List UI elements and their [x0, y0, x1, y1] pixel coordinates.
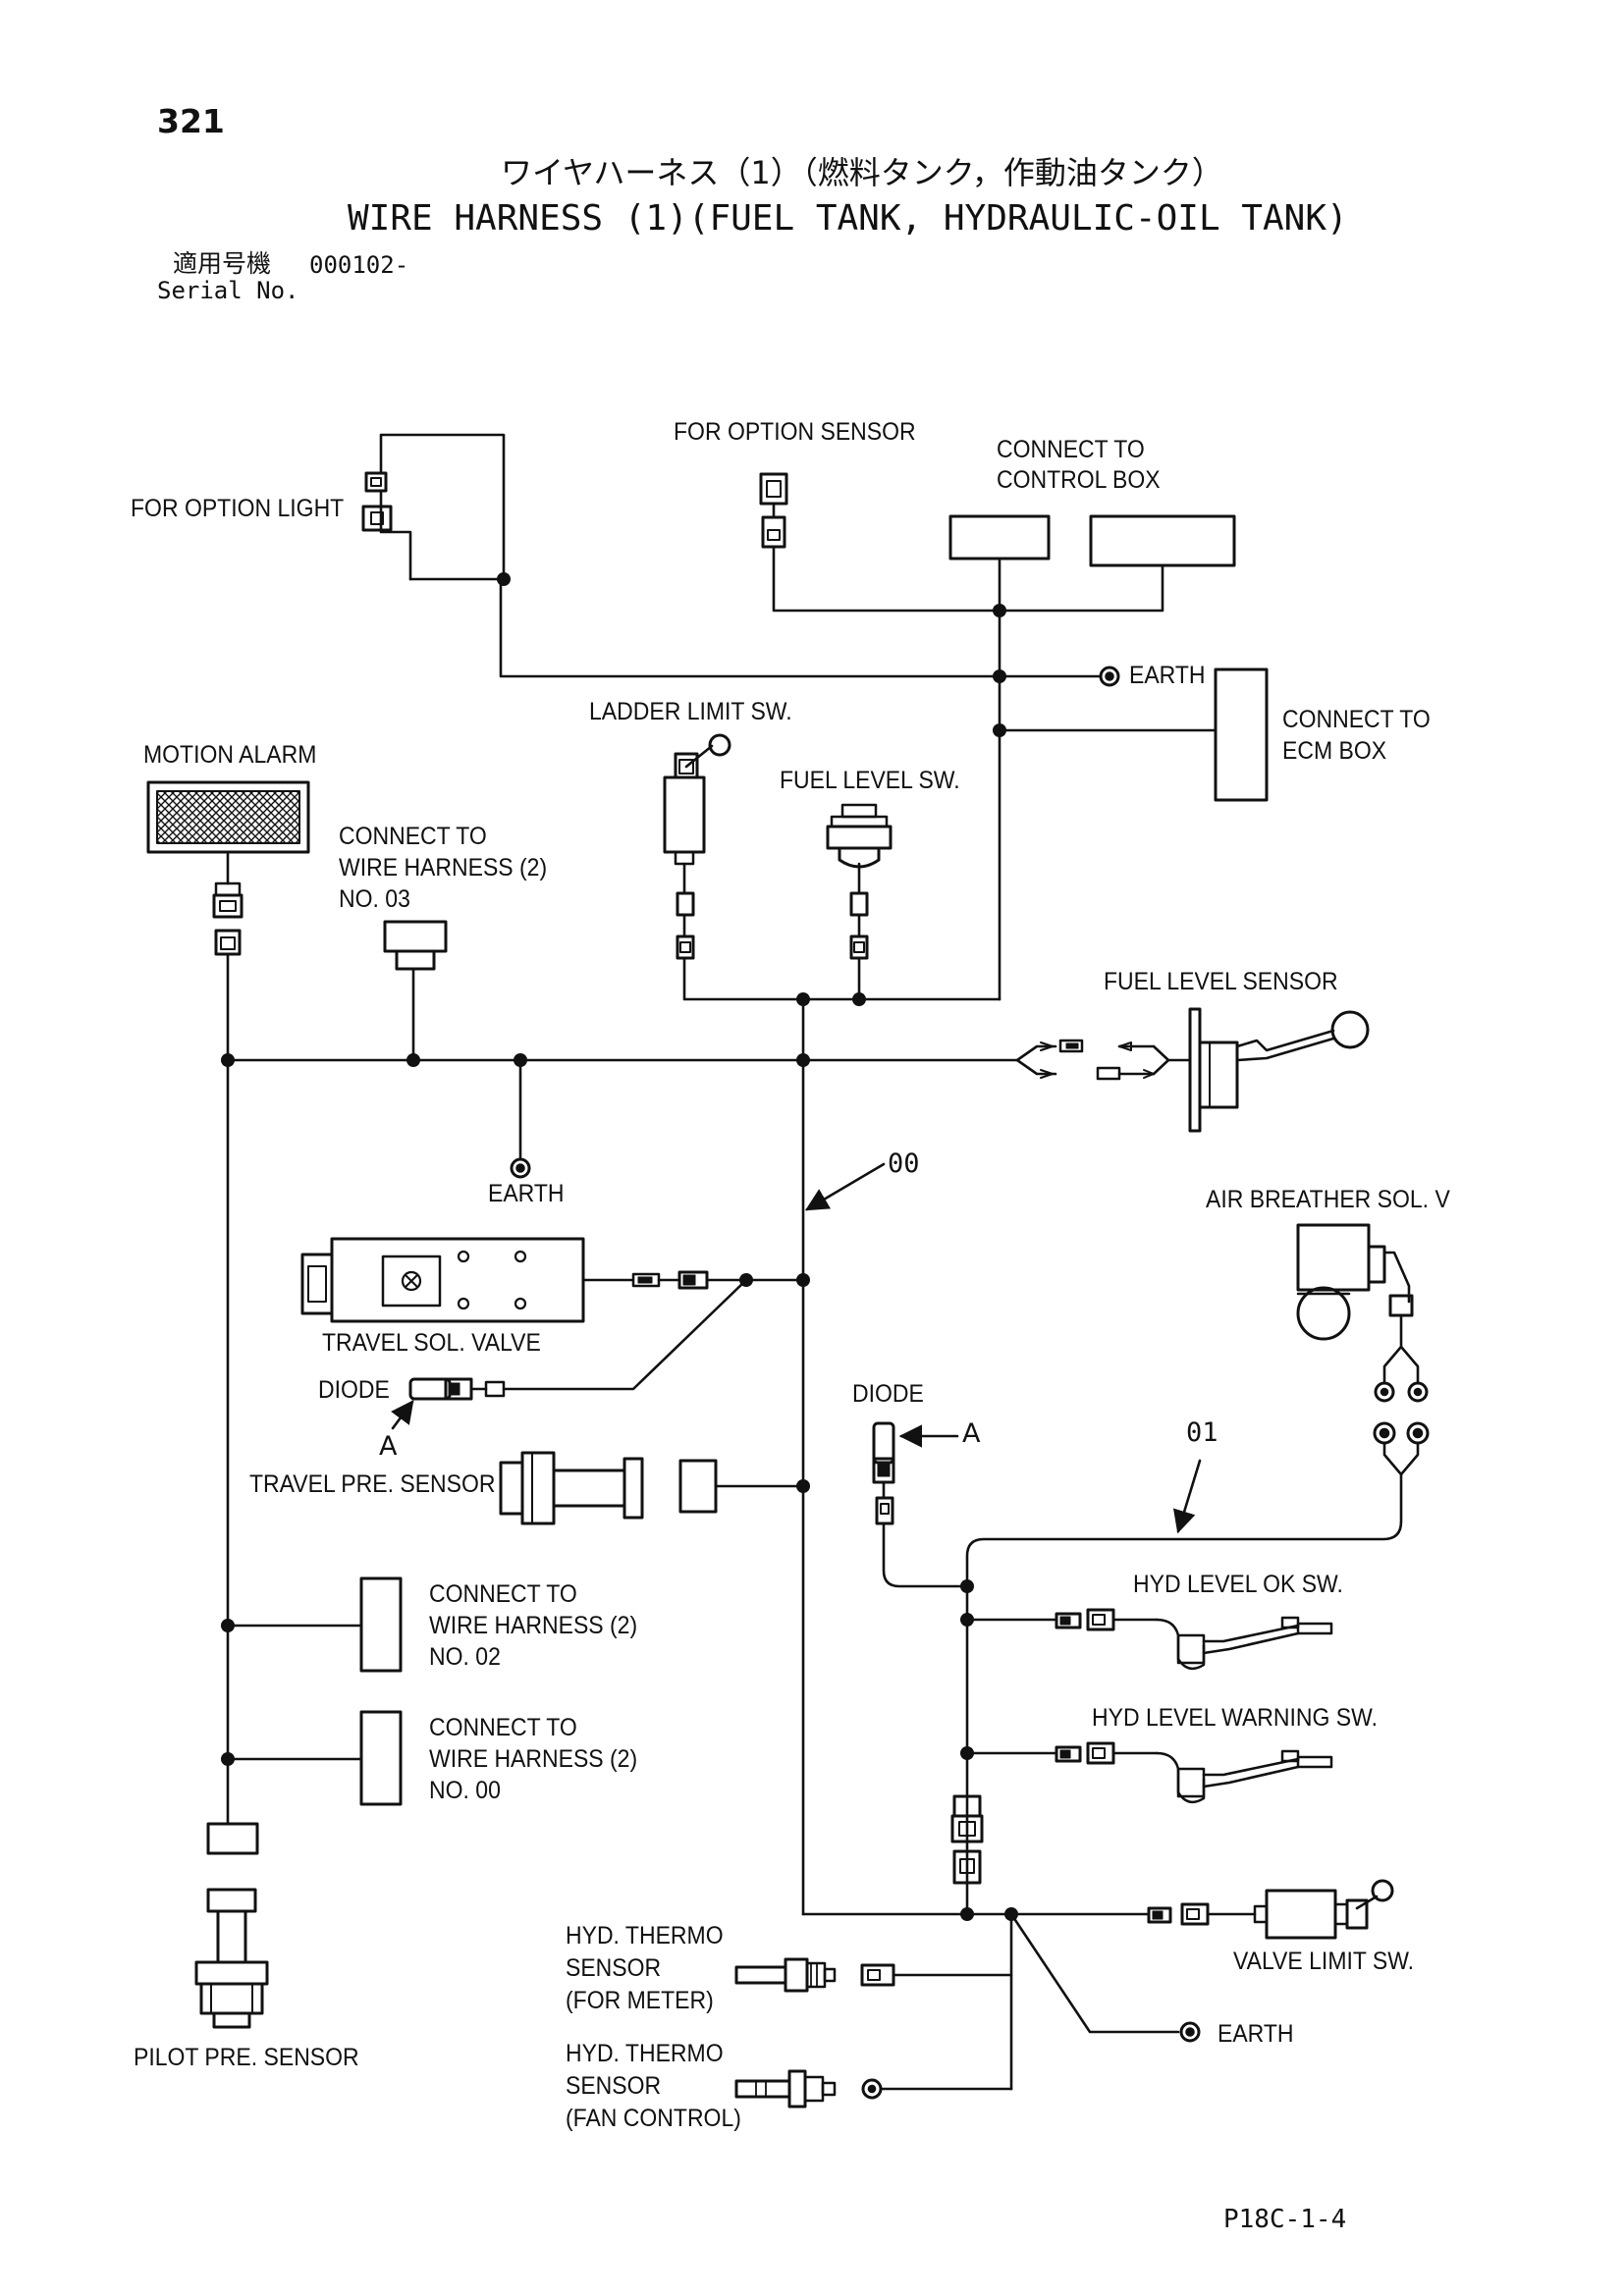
option-light-connector — [361, 471, 393, 532]
ladder-limit-wire — [682, 956, 805, 1001]
label-for-option-light: FOR OPTION LIGHT — [131, 495, 345, 522]
air-breather-sol-valve — [1296, 1223, 1430, 1445]
travel-sol-valve — [300, 1237, 585, 1323]
fuel-level-switch — [826, 803, 893, 960]
serial-label-japanese: 適用号機 — [173, 249, 272, 278]
label-earth-mid: EARTH — [488, 1180, 565, 1207]
fuel-level-sensor-wires — [1015, 1044, 1057, 1076]
pilot-pre-sensor — [194, 1888, 269, 2029]
label-control-box-1: CONNECT TO — [997, 436, 1145, 463]
label-wh2-no00-2: WIRE HARNESS (2) — [429, 1745, 638, 1773]
label-wh2-no02-2: WIRE HARNESS (2) — [429, 1612, 638, 1639]
label-hyd-thermo-fan-2: SENSOR — [566, 2072, 662, 2100]
label-hyd-thermo-meter-2: SENSOR — [566, 1954, 662, 1982]
travel-sol-valve-connector — [581, 1270, 709, 1290]
diode-right-symbol — [872, 1421, 895, 1525]
earth-mid-symbol — [510, 1157, 531, 1179]
serial-label-english: Serial No. — [157, 277, 299, 304]
label-diode-right: DIODE — [852, 1380, 924, 1408]
label-hyd-thermo-fan-3: (FAN CONTROL) — [566, 2105, 741, 2132]
label-travel-sol-valve: TRAVEL SOL. VALVE — [322, 1329, 541, 1357]
motion-alarm-connector — [212, 850, 244, 956]
earth-top-symbol — [1099, 666, 1120, 687]
label-wh2-no03-2: WIRE HARNESS (2) — [339, 854, 548, 881]
label-fuel-level-sw: FUEL LEVEL SW. — [780, 767, 960, 794]
diode-left-wire — [502, 1278, 748, 1391]
label-wh2-no03-3: NO. 03 — [339, 885, 410, 913]
label-harness-00: 00 — [888, 1148, 920, 1179]
hyd-ok-switch — [1155, 1616, 1333, 1671]
page-number: 321 — [157, 102, 225, 140]
valve-limit-switch — [1265, 1879, 1394, 1940]
hyd-warning-switch — [1155, 1749, 1333, 1804]
option-light-wires — [379, 433, 1001, 678]
thermo-fan-sensor — [734, 2069, 883, 2109]
control-box-connectors — [948, 514, 1236, 567]
label-ecm-2: ECM BOX — [1282, 737, 1387, 765]
control-box-wire-right — [998, 563, 1164, 613]
diode-right-wire — [882, 1522, 969, 1588]
title-english: WIRE HARNESS (1)(FUEL TANK, HYDRAULIC-OI… — [348, 198, 1348, 239]
label-diode-left-a: A — [379, 1431, 398, 1462]
drawing-code: P18C-1-4 — [1223, 2205, 1347, 2234]
diode-left-symbol — [408, 1377, 506, 1401]
label-earth-top: EARTH — [1129, 662, 1206, 689]
label-hyd-thermo-meter-3: (FOR METER) — [566, 1987, 714, 2014]
thermo-meter-sensor — [734, 1957, 895, 1993]
label-for-option-sensor: FOR OPTION SENSOR — [674, 418, 916, 446]
junction-dots — [221, 572, 1018, 1921]
label-wh2-no03-1: CONNECT TO — [339, 823, 487, 850]
label-harness-01: 01 — [1186, 1417, 1218, 1448]
label-hyd-level-ok: HYD LEVEL OK SW. — [1133, 1571, 1343, 1598]
label-air-breather: AIR BREATHER SOL. V — [1206, 1186, 1450, 1213]
label-diode-right-a: A — [962, 1418, 981, 1449]
valve-limit-connector — [1147, 1902, 1269, 1926]
travel-pre-sensor-connector — [678, 1459, 718, 1514]
label-pilot-pre-sensor: PILOT PRE. SENSOR — [134, 2044, 359, 2071]
label-control-box-2: CONTROL BOX — [997, 466, 1161, 494]
wh2-no02-connector — [359, 1576, 403, 1673]
label-wh2-no02-3: NO. 02 — [429, 1643, 501, 1671]
label-wh2-no00-3: NO. 00 — [429, 1777, 501, 1804]
ecm-box-connector — [1214, 667, 1269, 802]
fuel-level-sensor-body — [1166, 1007, 1370, 1133]
label-valve-limit-sw: VALVE LIMIT SW. — [1233, 1948, 1415, 1975]
harness-01-inline-connector — [950, 1794, 984, 1885]
harness-00-arrow — [804, 1162, 886, 1211]
label-ecm-1: CONNECT TO — [1282, 706, 1431, 733]
title-japanese: ワイヤハーネス（1）（燃料タンク，作動油タンク） — [501, 154, 1223, 191]
harness-01-arrow — [1172, 1459, 1202, 1534]
label-travel-pre-sensor: TRAVEL PRE. SENSOR — [249, 1470, 496, 1498]
label-wh2-no02-1: CONNECT TO — [429, 1580, 577, 1608]
fuel-level-sensor-connector — [1040, 1039, 1170, 1081]
option-sensor-connector — [759, 472, 788, 549]
label-diode-left: DIODE — [318, 1376, 390, 1404]
wh2-no03-connector — [383, 920, 448, 971]
travel-pre-sensor — [499, 1451, 644, 1525]
motion-alarm-unit — [146, 780, 310, 854]
label-hyd-thermo-meter-1: HYD. THERMO — [566, 1922, 724, 1949]
ladder-limit-switch — [663, 733, 731, 960]
hyd-ok-connector — [1055, 1608, 1159, 1631]
label-hyd-level-warning: HYD LEVEL WARNING SW. — [1092, 1704, 1378, 1732]
hyd-warning-connector — [1055, 1741, 1159, 1765]
pilot-pre-sensor-connector — [206, 1822, 259, 1855]
earth-bottom-symbol — [1179, 2021, 1201, 2043]
diode-left-arrow — [391, 1400, 414, 1430]
label-hyd-thermo-fan-1: HYD. THERMO — [566, 2040, 724, 2067]
label-ladder-limit-sw: LADDER LIMIT SW. — [589, 698, 792, 725]
label-fuel-level-sensor: FUEL LEVEL SENSOR — [1104, 968, 1338, 995]
label-motion-alarm: MOTION ALARM — [143, 741, 317, 769]
serial-value: 000102- — [309, 251, 409, 279]
label-earth-bottom: EARTH — [1218, 2020, 1294, 2048]
label-wh2-no00-1: CONNECT TO — [429, 1714, 577, 1741]
earth-bottom-wire — [1009, 1912, 1180, 2034]
wh2-no00-connector — [359, 1710, 403, 1806]
option-sensor-wire — [772, 545, 1001, 613]
harness-01-wire — [965, 1441, 1420, 1916]
